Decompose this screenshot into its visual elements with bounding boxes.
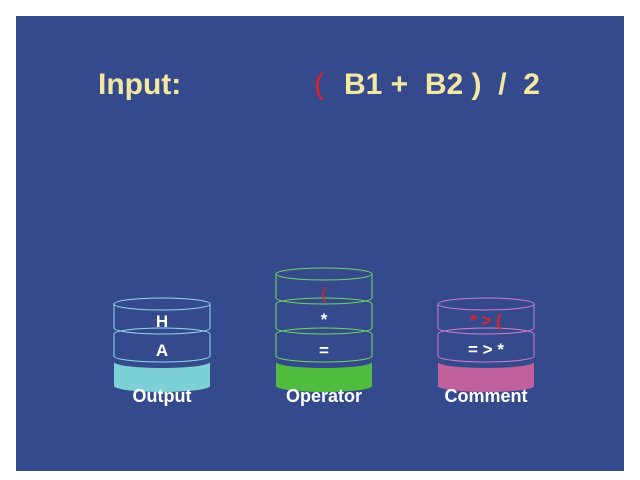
operator-stack-sep-1 bbox=[275, 297, 373, 305]
comment-label: Comment bbox=[444, 386, 528, 406]
operator-stack-cell-star-outline bbox=[275, 304, 373, 335]
comment-stack-cell-2-outline bbox=[437, 334, 535, 363]
operator-cell-top: ( bbox=[321, 284, 327, 303]
operator-label: Operator bbox=[285, 386, 363, 406]
comment-stack bbox=[437, 297, 535, 392]
comment-cell-bottom: = > * bbox=[468, 340, 504, 359]
operator-stack-rim bbox=[275, 267, 373, 281]
comment-stack-base bbox=[438, 362, 534, 392]
output-stack bbox=[113, 297, 211, 392]
comment-stack-sep bbox=[437, 327, 535, 335]
output-stack-base bbox=[114, 362, 210, 392]
operator-cell-middle: * bbox=[320, 310, 328, 329]
output-cell-top: H bbox=[155, 312, 169, 331]
output-stack-cell-a-outline bbox=[113, 334, 211, 363]
expression-open-paren: ( bbox=[314, 68, 324, 101]
operator-stack-cell-paren-outline bbox=[275, 274, 373, 305]
output-cell-bottom: A bbox=[155, 341, 169, 360]
operator-stack-sep-2 bbox=[275, 327, 373, 335]
comment-stack-cell-1-outline bbox=[437, 304, 535, 335]
operator-stack-base bbox=[276, 362, 372, 392]
output-stack-rim bbox=[113, 297, 211, 311]
stacks-drawing bbox=[113, 267, 535, 392]
output-stack-sep bbox=[113, 327, 211, 335]
comment-stack-rim bbox=[437, 297, 535, 311]
output-stack-cell-h-outline bbox=[113, 304, 211, 335]
comment-cell-top: * > ( bbox=[470, 311, 502, 330]
expression-text: B1 + B2 ) / 2 bbox=[344, 68, 540, 101]
output-label: Output bbox=[132, 386, 192, 406]
operator-stack-cell-eq-outline bbox=[275, 334, 373, 363]
operator-stack bbox=[275, 267, 373, 392]
input-label: Input: bbox=[98, 68, 182, 101]
slide: Input: ( B1 + B2 ) / 2 bbox=[16, 16, 624, 471]
operator-cell-bottom: = bbox=[319, 341, 329, 360]
